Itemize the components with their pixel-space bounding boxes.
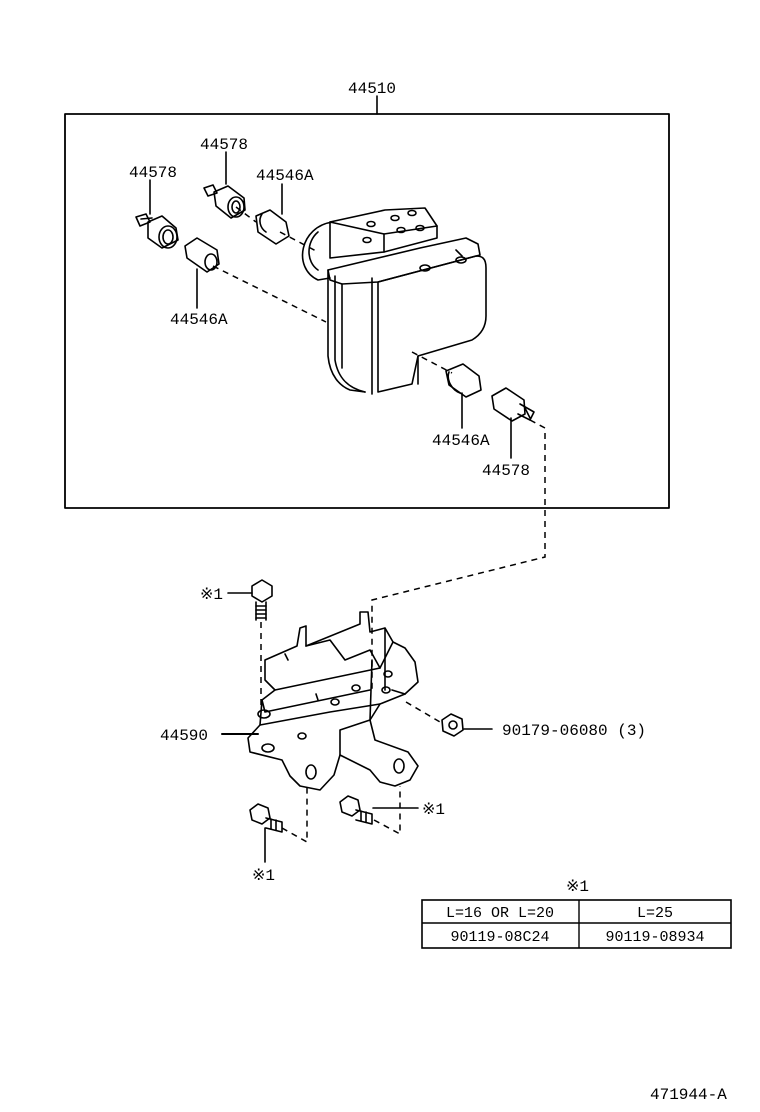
assembly-frame [64,113,670,509]
bolt-lower-left [249,803,283,833]
bolt-top [251,579,273,621]
plug-44578-left [135,213,179,249]
nut-90179 [441,713,464,737]
label-note-bolt-top: ※1 [200,586,223,604]
label-44578-left: 44578 [129,164,177,182]
dash-mount-route [371,419,546,690]
label-44546a-left: 44546A [170,311,228,329]
bracket-44590 [247,611,419,791]
label-note-bolt-bottom: ※1 [252,867,275,885]
dash-bolt-lower-left [281,788,308,844]
label-44546a-bottom: 44546A [432,432,490,450]
label-44590: 44590 [160,727,208,745]
cap-44546a-left [184,237,220,273]
plug-44578-top [203,184,246,219]
table-note: ※1 [566,878,589,896]
dash-cap-bottom [411,351,453,374]
dash-nut [405,701,441,723]
dash-bolt-lower-right [373,786,401,836]
abs-actuator [301,207,487,395]
label-90179: 90179-06080 (3) [502,722,646,740]
cap-44546a-top [255,209,290,245]
label-44578-bottom: 44578 [482,462,530,480]
table-part-1: 90119-08C24 [450,929,549,946]
label-44510: 44510 [348,80,396,98]
dash-plug-top [235,206,257,223]
bolt-lower-right [339,795,373,825]
figure-id: 471944-A [650,1086,727,1104]
cap-44546a-bottom [445,363,482,398]
table-part-2: 90119-08934 [605,929,704,946]
label-note-bolt-right: ※1 [422,801,445,819]
dash-cap-top [279,231,319,253]
plug-44578-bottom [491,387,535,422]
label-44578-top: 44578 [200,136,248,154]
table-header-1: L=16 OR L=20 [446,905,554,922]
table-header-2: L=25 [637,905,673,922]
bolt-length-table: ※1 L=16 OR L=20 L=25 90119-08C24 90119-0… [421,878,732,949]
label-44546a-top: 44546A [256,167,314,185]
